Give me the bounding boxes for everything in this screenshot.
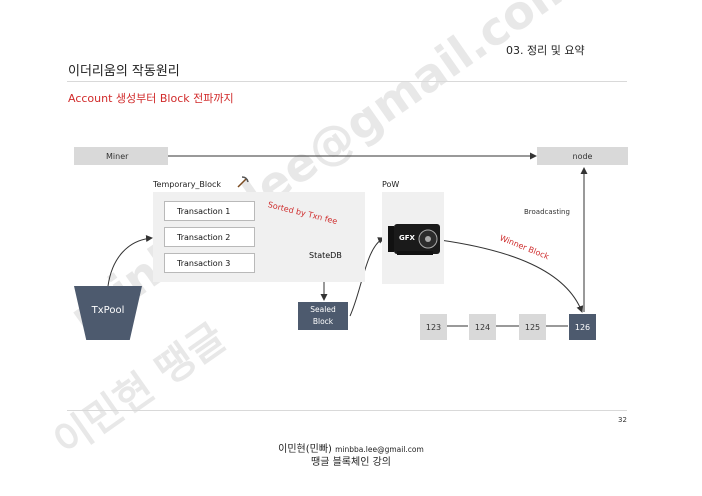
miner-bar: Miner [74,147,168,165]
author-line: 이민현(민빠) minbba.lee@gmail.com [0,440,702,455]
header-divider [67,81,627,82]
sealed-label-1: Sealed [310,305,336,314]
node-bar: node [537,147,628,165]
footer-divider [67,410,627,411]
txpool-to-block-arrow [107,235,153,287]
gpu-graphic [388,224,440,255]
chain-block-125: 125 [519,314,546,340]
broadcasting-label: Broadcasting [524,208,570,216]
sealed-block: Sealed Block [298,302,348,330]
gpu-card-icon [388,222,440,256]
course-name: 땡글 블록체인 강의 [311,457,391,468]
chain-block-126: 126 [569,314,596,340]
author-email: minbba.lee@gmail.com [335,445,424,454]
transaction-1: Transaction 1 [164,201,255,221]
txpool-shape [74,286,142,340]
page-number: 32 [618,416,627,424]
chain-block-124: 124 [469,314,496,340]
txpool-label: TxPool [91,305,125,316]
sealed-label-2: Block [312,317,334,326]
pickaxe-icon [237,176,249,188]
statedb-label: StateDB [309,251,342,260]
chain-block-123: 123 [420,314,447,340]
slide-subtitle: Account 생성부터 Block 전파까지 [68,92,234,105]
pow-label: PoW [382,180,400,189]
gpu-label: GFX [399,234,415,242]
section-label: 03. 정리 및 요약 [506,44,585,57]
temporary-block-label: Temporary_Block [153,180,222,189]
author-name: 이민현(민빠) [278,444,332,455]
transaction-3: Transaction 3 [164,253,255,273]
slide-title: 이더리움의 작동원리 [68,64,180,79]
transaction-2: Transaction 2 [164,227,255,247]
gpu-to-chain-arrow [439,239,584,313]
